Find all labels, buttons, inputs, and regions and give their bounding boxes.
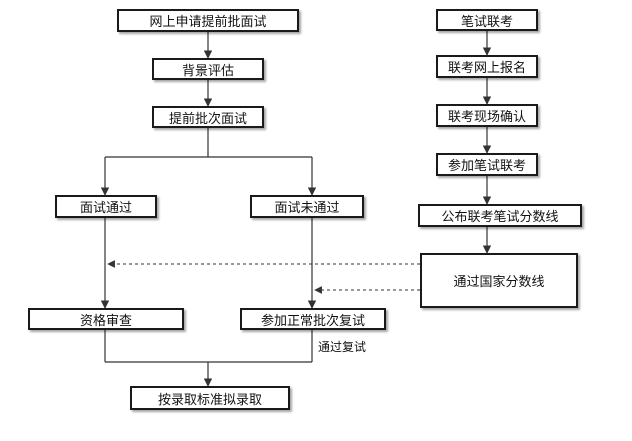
box-written-exam: 笔试联考 xyxy=(436,9,538,31)
label-pass-retest: 通过复试 xyxy=(318,340,367,354)
box-join-regular-retest: 参加正常批次复试 xyxy=(240,308,386,330)
box-register-online: 联考网上报名 xyxy=(436,55,538,78)
box-pass-national-line: 通过国家分数线 xyxy=(420,253,578,308)
box-take-exam: 参加笔试联考 xyxy=(436,153,538,176)
box-onsite-confirm: 联考现场确认 xyxy=(436,104,538,127)
box-apply-online: 网上申请提前批面试 xyxy=(117,9,299,32)
box-announce-cutoff: 公布联考笔试分数线 xyxy=(418,204,582,227)
box-interview-fail: 面试未通过 xyxy=(250,195,364,218)
box-background-eval: 背景评估 xyxy=(152,58,264,80)
box-qualification-review: 资格审查 xyxy=(28,308,184,330)
box-final-admission: 按录取标准拟录取 xyxy=(130,386,290,410)
box-interview-pass: 面试通过 xyxy=(55,195,157,218)
box-early-interview: 提前批次面试 xyxy=(152,106,264,128)
